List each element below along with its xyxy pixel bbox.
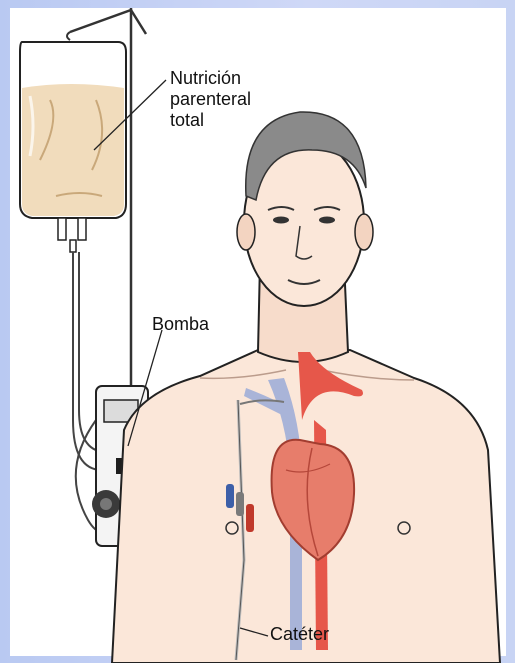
label-pump: Bomba xyxy=(152,314,209,335)
label-nutrition-line-2: parenteral xyxy=(170,89,251,110)
iv-bag-icon xyxy=(20,42,126,252)
label-nutrition-line-1: Nutrición xyxy=(170,68,251,89)
label-catheter: Catéter xyxy=(270,624,329,645)
label-pump-text: Bomba xyxy=(152,314,209,334)
label-catheter-text: Catéter xyxy=(270,624,329,644)
label-nutrition: Nutrición parenteral total xyxy=(170,68,251,131)
label-nutrition-line-3: total xyxy=(170,110,251,131)
